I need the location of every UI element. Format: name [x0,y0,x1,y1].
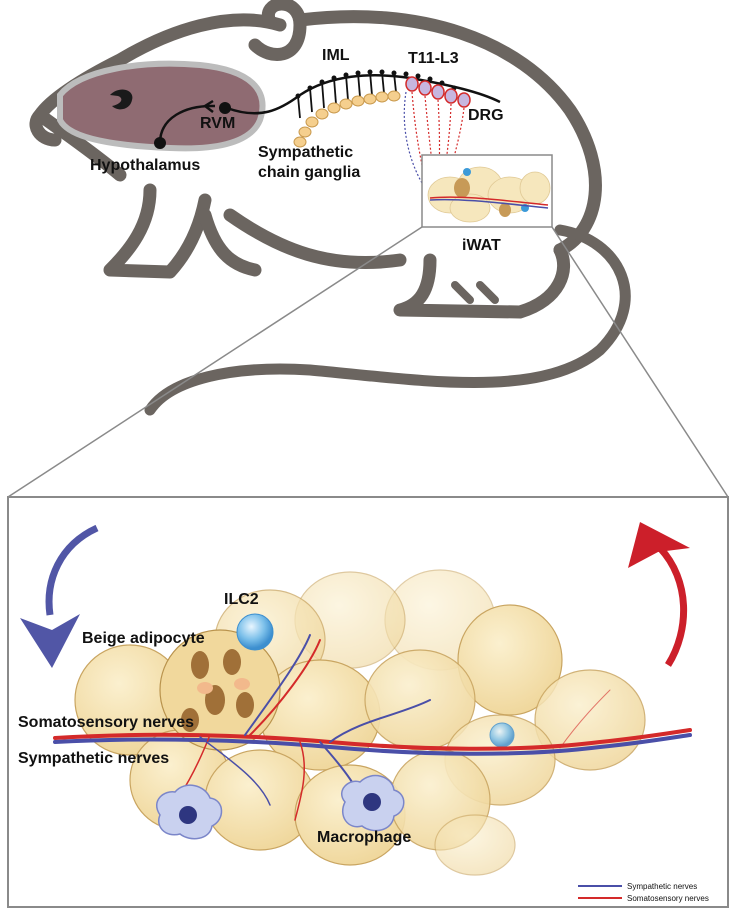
beige-adipocyte [159,629,281,751]
sympathetic-nerve-main [53,733,692,756]
label-rvm: RVM [200,115,235,132]
label-t11-l3: T11-L3 [408,50,459,67]
iwat-inset [421,154,553,228]
iml-dots [295,69,457,99]
hypothalamus-node [154,137,166,149]
legend-label-sympathetic: Sympathetic nerves [627,882,697,891]
hypothalamus-region [110,89,133,110]
label-sympathetic-chain-2: chain ganglia [258,164,360,181]
iml-ticks [297,71,397,119]
label-iml: IML [322,47,350,64]
legend: Sympathetic nerves Somatosensory nerves [578,882,709,903]
brain [57,60,266,152]
macrophage-left [155,784,223,840]
sympathetic-chain-ganglia [293,90,401,148]
label-beige-adipocyte: Beige adipocyte [82,630,205,647]
arrow-blue-descending [20,524,99,668]
label-drg: DRG [468,107,504,124]
label-somatosensory-nerves: Somatosensory nerves [18,714,194,731]
mouse-tail [144,224,631,416]
label-sympathetic-chain-1: Sympathetic [258,144,353,161]
label-hypothalamus: Hypothalamus [90,157,200,174]
ilc2-cell [236,613,274,651]
nerve-bundle [53,634,692,821]
rvm-node [219,102,231,114]
label-macrophage: Macrophage [317,829,411,846]
zoom-lines [7,226,729,498]
somatosensory-nerve-main [53,728,692,751]
drg-ganglia [405,76,471,108]
label-iwat: iWAT [462,237,501,254]
mouse-front-paw [198,208,262,277]
mouse-hind-leg [393,243,571,319]
mouse-hind-foot [451,281,499,304]
mouse-ear [248,0,307,61]
arrow-red-ascending [628,522,690,667]
mouse-body-outline [293,10,602,257]
macrophage-center [340,774,405,832]
brain-shape [57,60,266,152]
legend-label-somatosensory: Somatosensory nerves [627,894,709,903]
label-ilc2: ILC2 [224,591,259,608]
mouse-snout [29,108,62,147]
ilc2-cell-secondary [489,722,515,748]
mouse-illustration [29,0,631,416]
mouse-belly [223,208,407,269]
mouse-front-leg [103,183,212,279]
label-sympathetic-nerves: Sympathetic nerves [18,750,169,767]
central-pathway [158,74,501,144]
